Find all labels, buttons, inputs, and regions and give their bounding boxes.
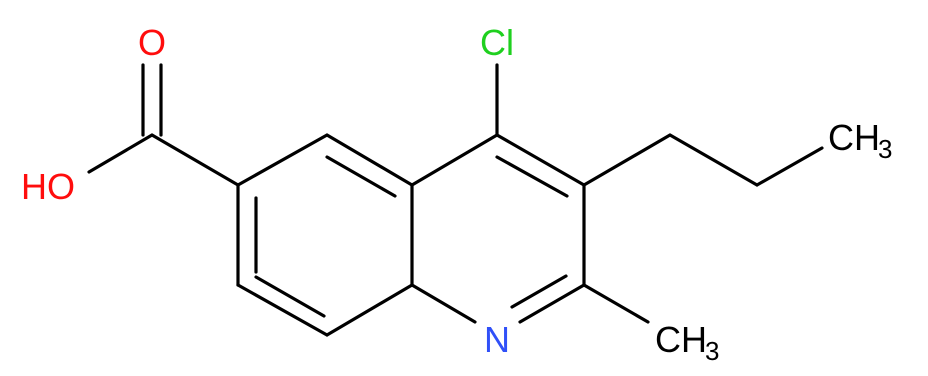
- propyl-ch3-text: CH: [828, 117, 880, 158]
- methyl-ch3-text: CH: [655, 319, 707, 360]
- bond-c3-propyl1: [582, 133, 672, 187]
- propyl-ch3-label: CH 3: [828, 117, 892, 164]
- bond-c2-n1: [518, 283, 586, 324]
- methyl-ch3-subscript: 3: [705, 336, 719, 366]
- bond-c2-n1-inner: [510, 274, 568, 309]
- bond-c4a-c4: [410, 133, 499, 187]
- bond-c8-c7: [236, 283, 329, 337]
- chlorine-label: Cl: [480, 22, 514, 63]
- bond-c4-c3: [495, 133, 586, 187]
- bond-c2-methyl: [582, 283, 650, 324]
- bond-c-oh: [87, 133, 154, 174]
- bond-c4-c3-inner: [495, 155, 569, 198]
- bond-c5-c4a: [325, 133, 414, 187]
- methyl-ch3-label: CH 3: [655, 319, 719, 366]
- bond-propyl1-propyl2: [668, 133, 759, 187]
- nitrogen-label: N: [484, 319, 510, 360]
- bond-n1-c8a: [410, 283, 477, 324]
- bond-c6-c5: [236, 133, 329, 187]
- bond-c8-c7-inner: [254, 275, 326, 318]
- bond-propyl2-propyl3: [755, 146, 824, 187]
- bond-c5-c4a-inner: [325, 155, 397, 198]
- hydroxyl-label: HO: [21, 166, 75, 207]
- bond-c8a-c8: [325, 283, 414, 337]
- oxygen-carbonyl-label: O: [138, 22, 166, 63]
- bond-c6-cooh: [150, 133, 240, 187]
- propyl-ch3-subscript: 3: [878, 134, 892, 164]
